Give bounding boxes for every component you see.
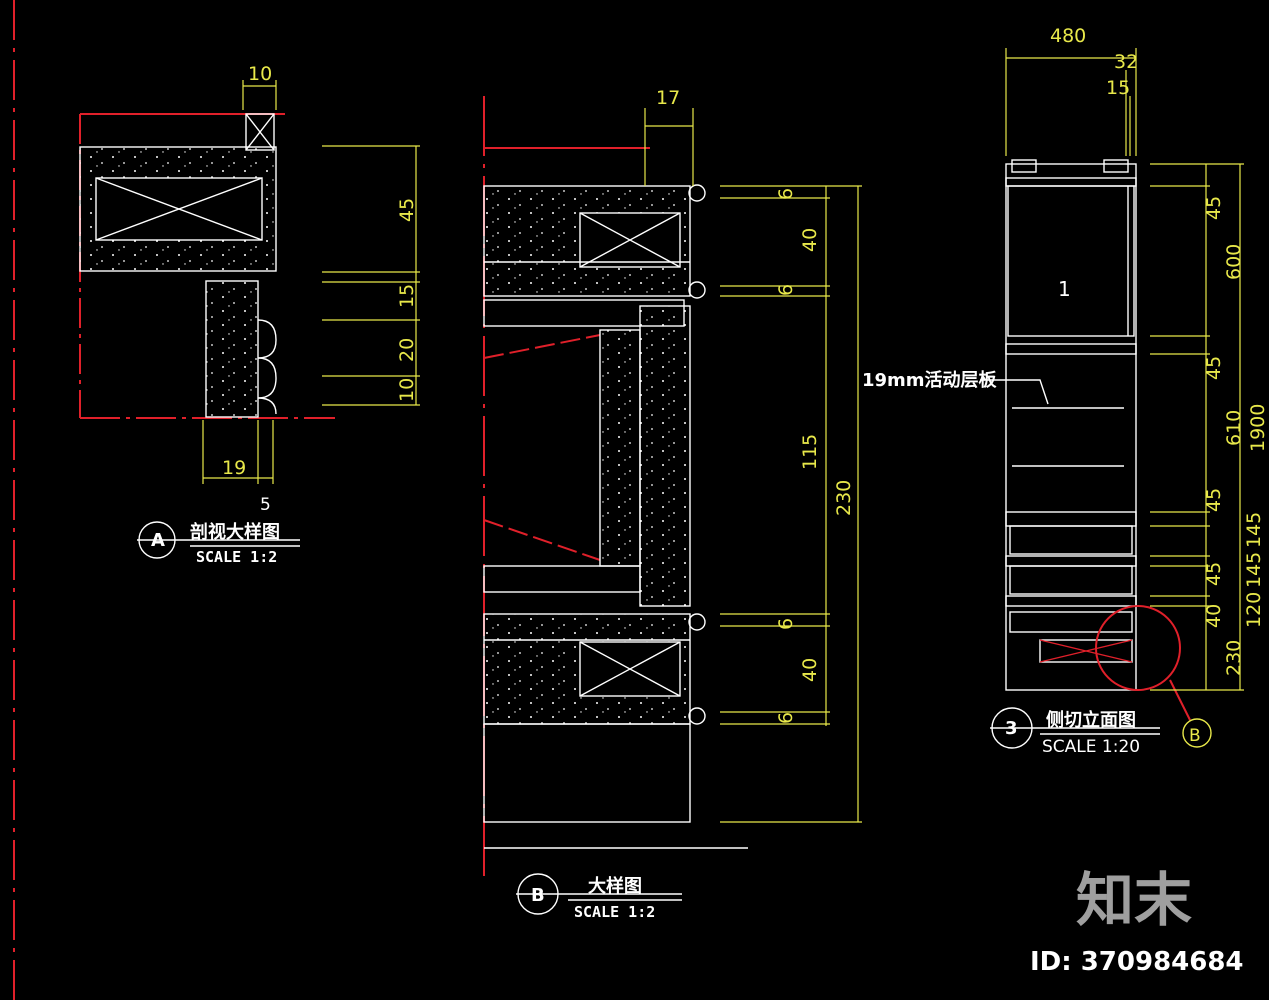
elevation-marker: 3 [1005,718,1018,739]
detail-a-marker: A [151,530,165,551]
detail-a-dim-15: 15 [396,284,418,308]
detail-a [79,80,420,559]
elevation-dim-230: 230 [1223,640,1245,676]
detail-b-scale: SCALE 1:2 [574,903,655,921]
side-elevation [980,48,1244,749]
detail-b-dim-top: 17 [656,87,680,109]
detail-b-dim-115: 115 [799,434,821,470]
watermark-logo: 知末 [1076,866,1192,934]
detail-b [483,96,862,915]
watermark-id: ID: 370984684 [1030,947,1244,977]
elevation-dim-120: 120 [1243,592,1265,628]
detail-b-dim-40b: 40 [799,658,821,682]
elevation-shelf-label: 19mm活动层板 [862,369,998,391]
elevation-title: 侧切立面图 [1046,709,1136,731]
elevation-dim-610: 610 [1223,410,1245,446]
elevation-scale: SCALE 1:20 [1042,737,1140,757]
detail-a-title: 剖视大样图 [190,521,280,543]
detail-b-dim-230: 230 [833,480,855,516]
detail-b-dim-6c: 6 [775,618,797,630]
elevation-callout-marker: B [1189,726,1201,746]
elevation-dim-1900: 1900 [1247,404,1269,452]
detail-a-dim-19: 19 [222,457,246,479]
elevation-dim-145b: 145 [1243,552,1265,588]
detail-a-dim-20: 20 [396,338,418,362]
detail-a-dim-5: 5 [260,495,271,515]
detail-b-dim-6b: 6 [775,284,797,296]
detail-b-dim-6d: 6 [775,712,797,724]
detail-a-dim-top: 10 [248,63,272,85]
detail-a-scale: SCALE 1:2 [196,548,277,566]
elevation-dim-45d: 45 [1203,562,1225,586]
elevation-dim-15: 15 [1106,77,1130,99]
elevation-dim-600: 600 [1223,244,1245,280]
elevation-panel-mark: 1 [1058,277,1071,301]
detail-a-dim-10: 10 [396,378,418,402]
elevation-dim-480: 480 [1050,25,1086,47]
detail-b-marker: B [531,885,545,906]
detail-b-title: 大样图 [588,875,642,897]
detail-b-dim-40a: 40 [799,228,821,252]
elevation-dim-45b: 45 [1203,356,1225,380]
elevation-dim-45a: 45 [1203,196,1225,220]
elevation-dim-45c: 45 [1203,488,1225,512]
elevation-dim-145a: 145 [1243,512,1265,548]
elevation-dim-32: 32 [1114,51,1138,73]
detail-b-dim-6a: 6 [775,188,797,200]
elevation-dim-40: 40 [1203,604,1225,628]
detail-a-dim-45: 45 [396,198,418,222]
